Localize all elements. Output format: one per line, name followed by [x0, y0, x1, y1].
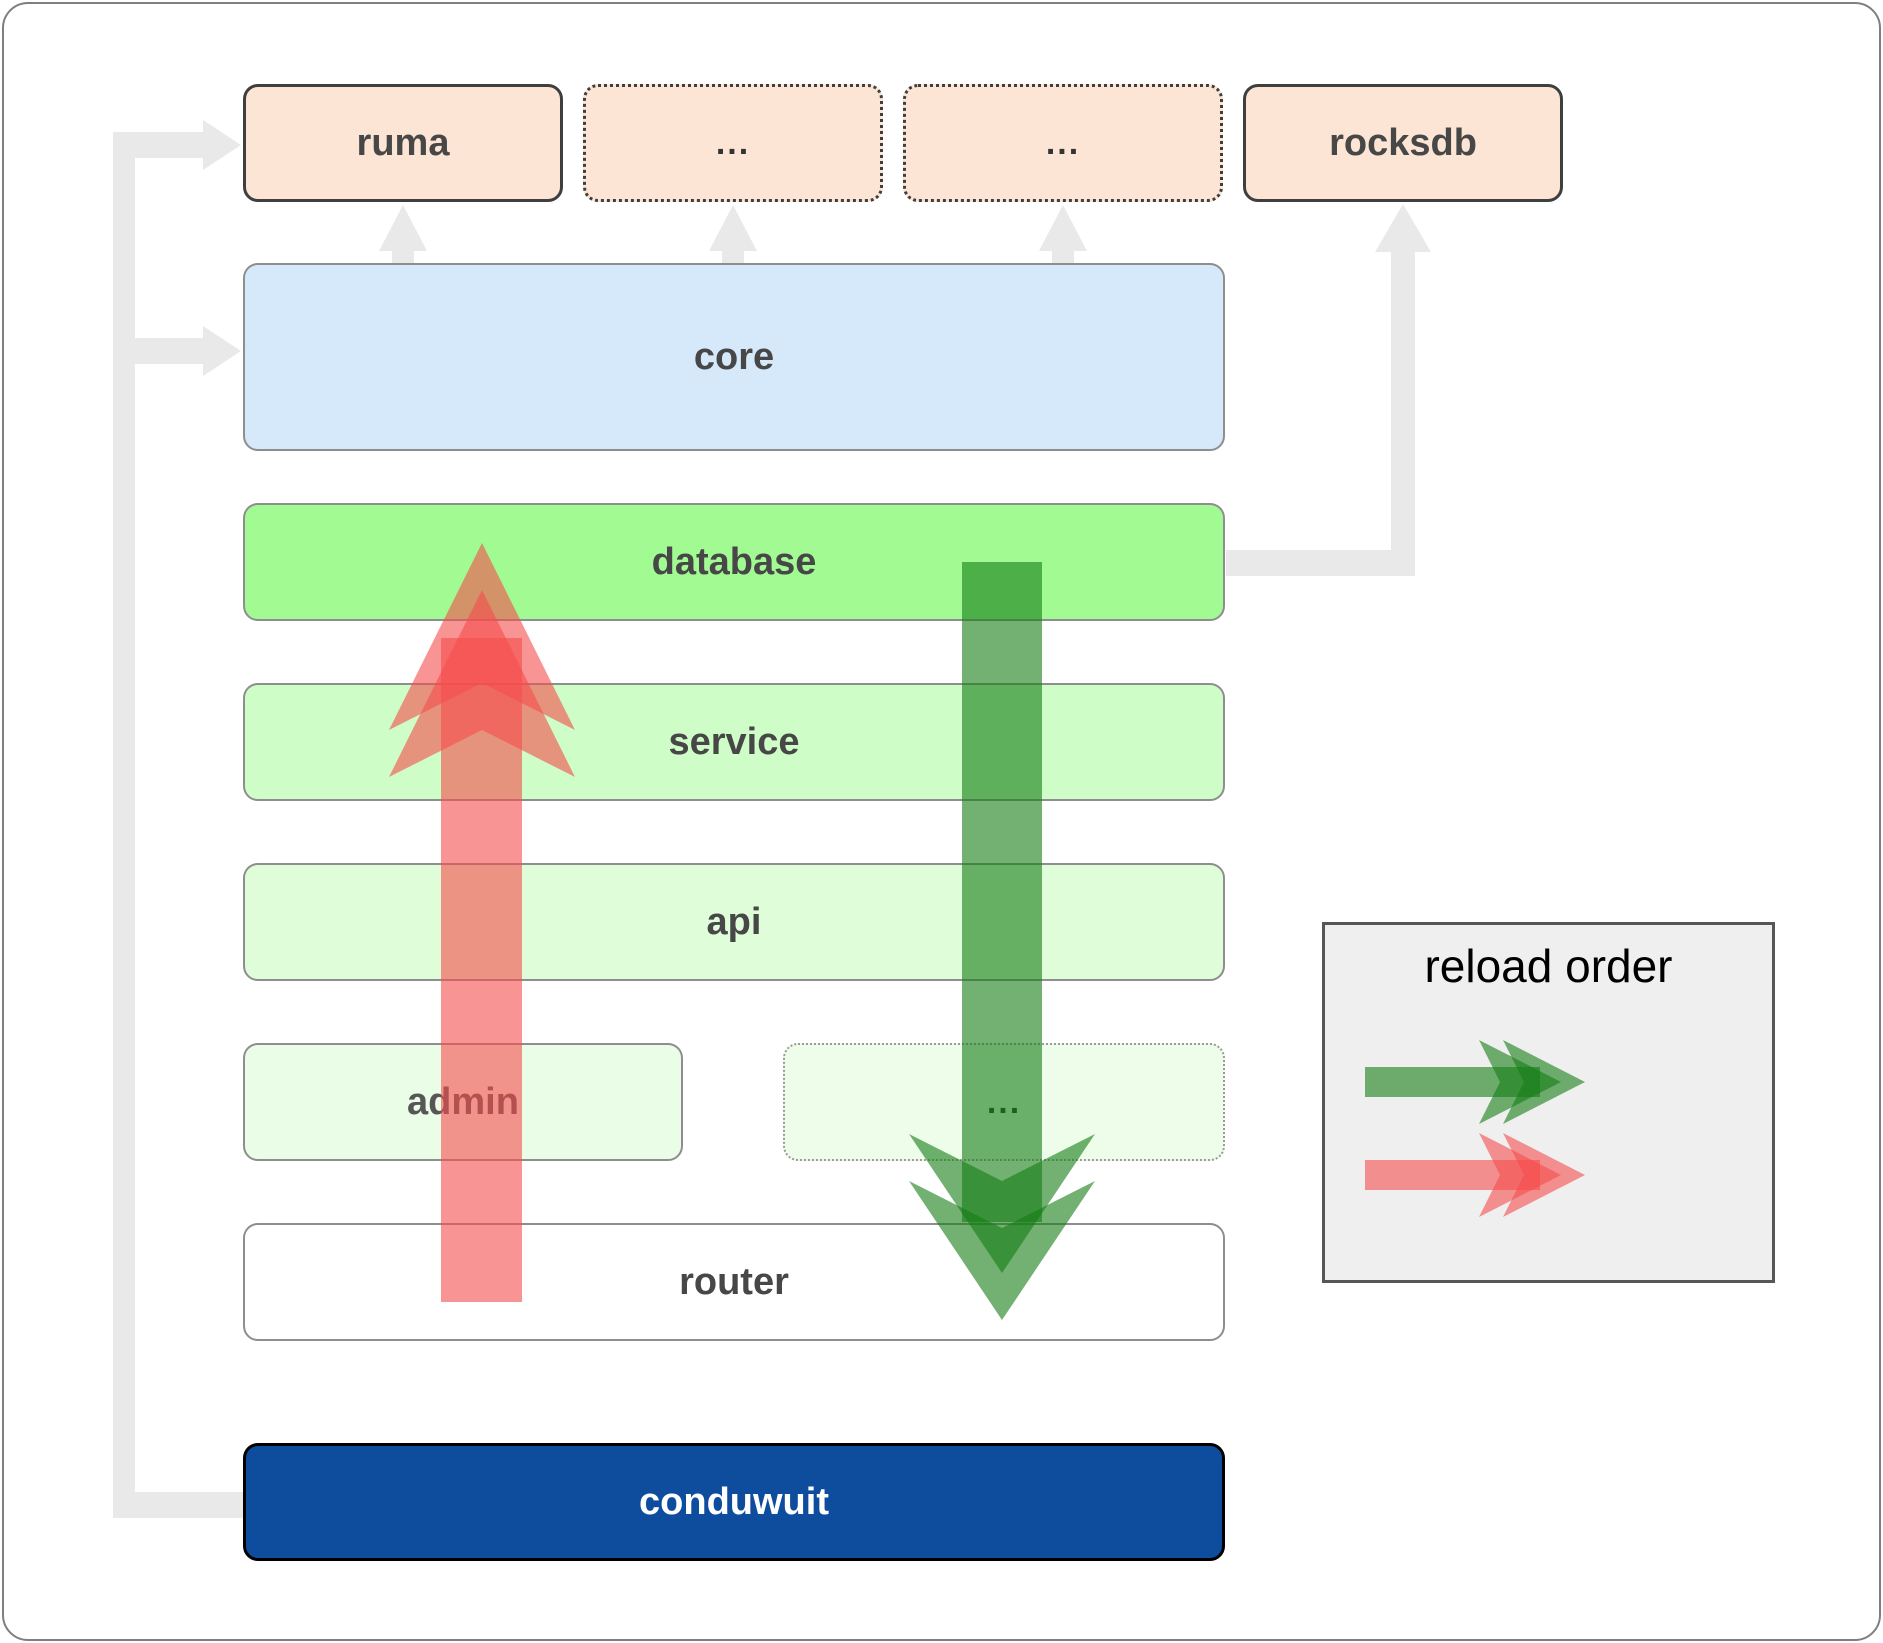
box-ellipsis-2: ... — [903, 84, 1223, 202]
box-ellipsis-2-label: ... — [1045, 123, 1081, 162]
box-ellipsis-1: ... — [583, 84, 883, 202]
box-service: service — [243, 683, 1225, 801]
box-core: core — [243, 263, 1225, 451]
legend-title: reload order — [1424, 940, 1673, 992]
box-api: api — [243, 863, 1225, 981]
box-conduwuit-label: conduwuit — [639, 1480, 829, 1523]
box-ellipsis-3: ... — [783, 1043, 1225, 1161]
box-ruma-label: ruma — [356, 121, 450, 164]
box-core-label: core — [693, 335, 775, 378]
box-database-label: database — [651, 540, 817, 583]
box-service-label: service — [668, 720, 800, 763]
box-admin: admin — [243, 1043, 683, 1161]
box-ellipsis-1-label: ... — [715, 123, 751, 162]
box-ellipsis-3-label: ... — [986, 1082, 1022, 1121]
box-database: database — [243, 503, 1225, 621]
box-rocksdb: rocksdb — [1243, 84, 1563, 202]
box-admin-label: admin — [407, 1080, 519, 1123]
box-api-label: api — [706, 900, 762, 943]
legend-reload-order: reload order — [1322, 922, 1775, 1283]
box-rocksdb-label: rocksdb — [1329, 121, 1477, 164]
box-router-label: router — [679, 1260, 789, 1303]
box-ruma: ruma — [243, 84, 563, 202]
box-router: router — [243, 1223, 1225, 1341]
box-conduwuit: conduwuit — [243, 1443, 1225, 1561]
